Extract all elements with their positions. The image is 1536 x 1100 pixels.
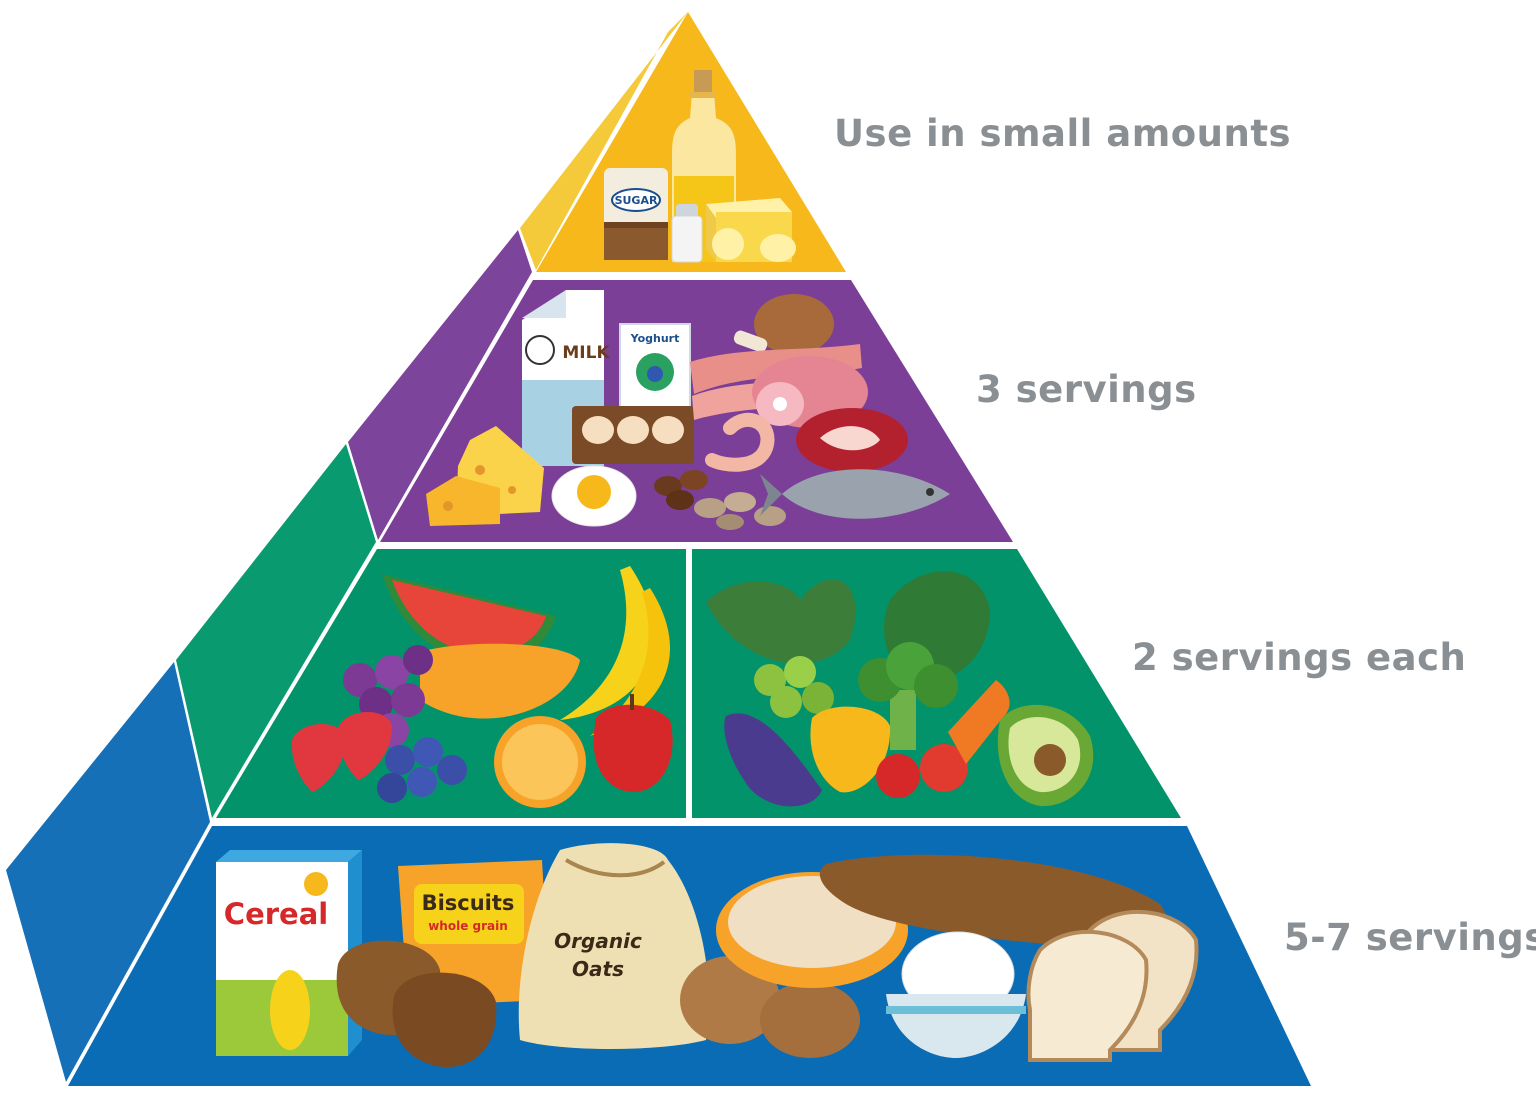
eggplant bbox=[724, 713, 822, 807]
watermelon bbox=[382, 574, 556, 664]
carrot bbox=[948, 680, 1010, 764]
sugar-label: SUGAR bbox=[615, 194, 658, 207]
green-grapes bbox=[754, 656, 834, 718]
tier-label-top: Use in small amounts bbox=[834, 112, 1292, 155]
yoghurt-label: Yoghurt bbox=[630, 332, 680, 345]
tomatoes bbox=[876, 744, 968, 798]
tier-label-grains: 5-7 servings bbox=[1284, 916, 1536, 959]
bread-slices bbox=[1026, 909, 1199, 1062]
oats-label-line2: Oats bbox=[572, 957, 624, 981]
bread-rolls bbox=[336, 940, 497, 1068]
apple bbox=[593, 694, 673, 792]
butter bbox=[706, 198, 796, 262]
milk-label: MILK bbox=[562, 343, 610, 363]
chicken-leg bbox=[733, 294, 834, 354]
biscuits-label: Biscuits bbox=[422, 891, 515, 915]
melon bbox=[420, 643, 580, 719]
side-face-top bbox=[520, 12, 688, 270]
banana bbox=[560, 566, 670, 736]
cereal-label: Cereal bbox=[224, 897, 328, 931]
fish bbox=[760, 469, 950, 519]
oats-sack: Organic Oats bbox=[518, 843, 709, 1049]
orange bbox=[494, 716, 586, 808]
side-face-protein bbox=[348, 230, 532, 540]
baguette bbox=[819, 854, 1167, 949]
potatoes bbox=[680, 956, 860, 1058]
sugar-bag: SUGAR bbox=[604, 168, 668, 260]
broccoli bbox=[858, 642, 958, 750]
avocado bbox=[997, 704, 1094, 807]
side-face-grains bbox=[6, 662, 210, 1082]
tier-label-protein: 3 servings bbox=[976, 368, 1197, 411]
fried-egg bbox=[551, 465, 637, 527]
cereal-box: Cereal bbox=[216, 850, 362, 1056]
salt-shaker bbox=[671, 204, 703, 263]
cheese bbox=[426, 426, 544, 526]
tier-label-produce: 2 servings each bbox=[1132, 636, 1467, 679]
oats-label-line1: Organic bbox=[554, 929, 642, 953]
blueberries bbox=[377, 737, 467, 803]
shrimp bbox=[705, 412, 775, 472]
steak bbox=[796, 408, 908, 472]
egg-tray bbox=[572, 406, 694, 464]
pepper bbox=[810, 706, 891, 793]
biscuits-sublabel: whole grain bbox=[428, 919, 508, 933]
yoghurt-cup: Yoghurt bbox=[619, 323, 691, 409]
side-face-produce bbox=[176, 444, 376, 818]
rice-bowl bbox=[886, 931, 1026, 1058]
strawberries bbox=[291, 711, 392, 792]
